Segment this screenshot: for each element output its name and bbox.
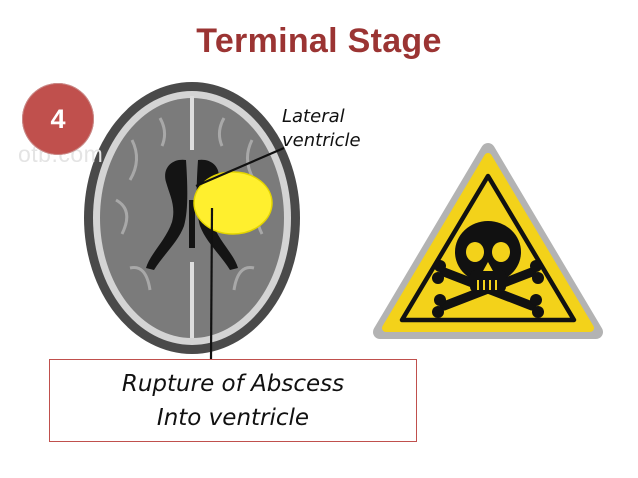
caption-box: Rupture of Abscess Into ventricle <box>49 359 417 442</box>
skull <box>455 221 521 292</box>
skull-crossbones-warning-icon <box>373 143 603 339</box>
lateral-ventricle-pointer <box>195 146 285 188</box>
abscess <box>193 171 273 235</box>
page-title: Terminal Stage <box>196 22 442 60</box>
brain-cross-section <box>84 82 300 354</box>
third-ventricle <box>189 200 195 248</box>
lateral-ventricle-label: Lateral ventricle <box>282 105 361 153</box>
crossbones-ends <box>432 260 544 318</box>
caption-pointer <box>209 207 214 360</box>
step-number-badge: 4 <box>22 83 94 155</box>
left-lateral-ventricle <box>146 159 188 270</box>
lateral-ventricle-label-line1: Lateral <box>282 106 345 127</box>
lateral-ventricle-label-line2: ventricle <box>282 130 361 151</box>
caption-line2: Into ventricle <box>156 404 310 431</box>
caption-line1: Rupture of Abscess <box>121 370 345 397</box>
